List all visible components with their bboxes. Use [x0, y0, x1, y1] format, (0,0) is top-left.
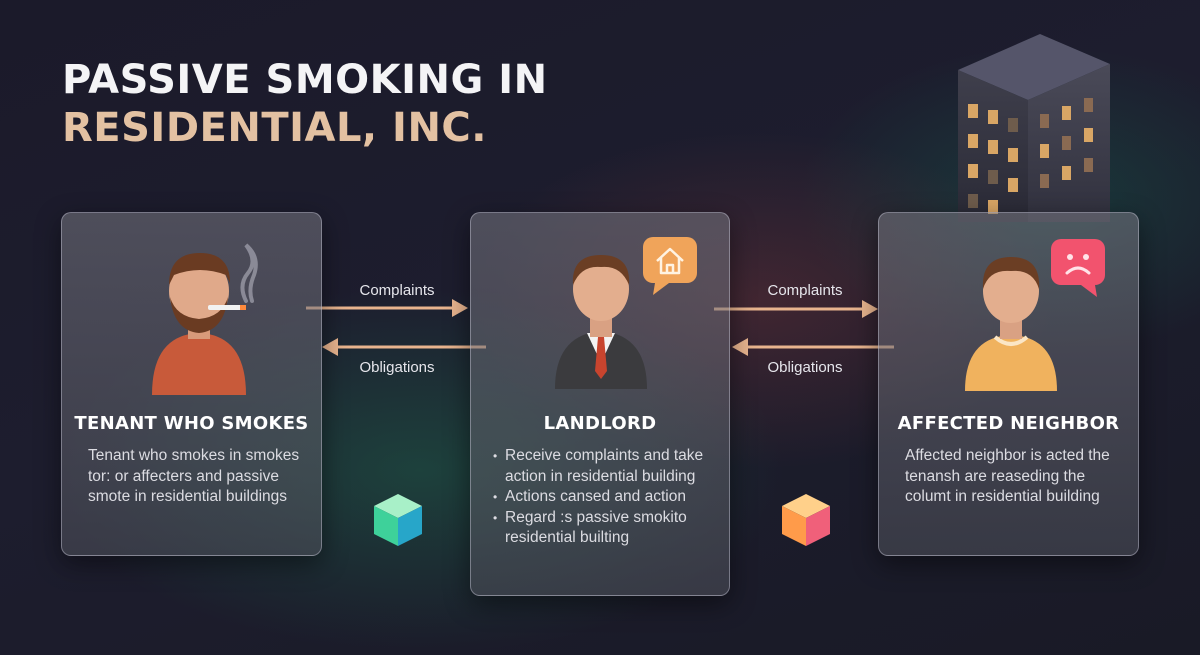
title-line-1: PASSIVE SMOKING IN [62, 57, 548, 103]
title-line-2: RESIDENTIAL, INC. [62, 105, 487, 151]
node-landlord: LANDLORD Receive complaints and take act… [470, 212, 730, 596]
neighbor-avatar-icon [965, 257, 1057, 391]
node-affected-neighbor: AFFECTED NEIGHBOR Affected neighbor is a… [878, 212, 1139, 556]
arrowhead [322, 338, 338, 356]
list-item: Receive complaints and take action in re… [493, 446, 715, 487]
arrowhead [732, 338, 748, 356]
arrowhead [452, 299, 468, 317]
house-icon [643, 237, 697, 295]
node-description: Tenant who smokes in smokes tor: or affe… [88, 447, 300, 505]
sad-face-icon [1051, 239, 1105, 297]
node-bullet-list: Receive complaints and take action in re… [493, 446, 715, 549]
orange-cube-icon [782, 494, 830, 546]
list-item: Actions cansed and action [493, 487, 715, 508]
node-description: Affected neighbor is acted the tenansh a… [905, 447, 1110, 505]
smoking-tenant-avatar-icon [152, 243, 258, 395]
edge-label-obligations-1: Obligations [359, 359, 435, 376]
building-icon [958, 34, 1110, 222]
node-heading: AFFECTED NEIGHBOR [897, 413, 1120, 434]
edge-label-obligations-2: Obligations [767, 359, 843, 376]
node-tenant-who-smokes: TENANT WHO SMOKES Tenant who smokes in s… [61, 212, 322, 556]
node-heading: TENANT WHO SMOKES [74, 413, 309, 434]
edge-label-complaints-1: Complaints [359, 282, 435, 299]
diagram-title: PASSIVE SMOKING IN RESIDENTIAL, INC. [62, 56, 548, 152]
edge-label-complaints-2: Complaints [767, 282, 843, 299]
landlord-avatar-icon [555, 255, 647, 389]
node-heading: LANDLORD [543, 413, 657, 434]
list-item: Regard :s passive smokito residential bu… [493, 508, 715, 549]
green-cube-icon [374, 494, 422, 546]
arrowhead [862, 300, 878, 318]
